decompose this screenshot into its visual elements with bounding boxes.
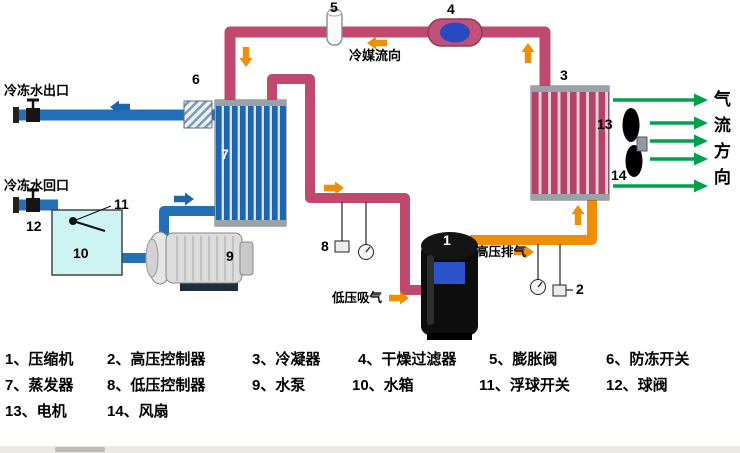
tag-float-switch: 11 <box>114 196 129 212</box>
suction-line-pipe <box>267 74 424 295</box>
refrigerant-flow-label: 冷媒流向 <box>349 48 402 63</box>
compressor-panel <box>434 262 465 284</box>
flow-arrow-down-icon <box>239 47 253 67</box>
airflow-direction-label: 气流方向 <box>710 90 730 194</box>
tag-hp-controller: 2 <box>576 281 584 297</box>
tag-motor: 13 <box>597 116 613 132</box>
evaporator <box>214 99 287 227</box>
airflow-arrows <box>613 93 708 193</box>
legend-item-ball-valve: 12、球阀 <box>606 377 668 394</box>
legend-item-float-switch: 11、浮球开关 <box>479 377 570 394</box>
compressor <box>421 232 478 340</box>
high-pressure-controller <box>530 279 573 297</box>
tag-fan: 14 <box>611 167 627 183</box>
tag-antifreeze-switch: 6 <box>192 71 200 87</box>
legend-item-compressor: 1、压缩机 <box>5 351 74 368</box>
float-switch-pointer <box>75 205 112 221</box>
suction-flow-arrow-icon <box>324 181 344 195</box>
legend-item-fan: 14、风扇 <box>107 403 169 420</box>
tag-evaporator: 7 <box>221 146 229 162</box>
fan <box>622 108 643 177</box>
tag-dry-filter: 4 <box>447 1 455 17</box>
liquid-line-pipe <box>224 26 551 102</box>
high-pressure-discharge-label: 高压排气 <box>476 245 527 259</box>
discharge-flow-arrow-icon <box>571 205 585 225</box>
legend-item-dry-filter: 4、干燥过滤器 <box>358 351 457 368</box>
return-pipe-end-cap <box>13 197 19 213</box>
condenser <box>530 85 610 201</box>
tag-compressor: 1 <box>443 232 451 248</box>
legend-item-lp-controller: 8、低压控制器 <box>107 377 206 394</box>
horizontal-scrollbar-thumb[interactable] <box>55 447 105 452</box>
dry-filter <box>427 18 483 47</box>
water-supply-arrow-icon <box>174 192 194 206</box>
tag-condenser: 3 <box>560 67 568 83</box>
tag-expansion-valve: 5 <box>330 0 338 15</box>
expansion-valve <box>326 8 343 46</box>
float-switch-arm <box>72 220 106 232</box>
tag-water-pump: 9 <box>226 248 234 264</box>
low-pressure-suction-label: 低压吸气 <box>332 291 383 305</box>
legend-item-condenser: 3、冷凝器 <box>252 351 321 368</box>
flow-arrow-up-icon <box>521 43 535 63</box>
chilled-water-return-label: 冷冻水回口 <box>4 178 70 193</box>
outlet-ball-valve <box>26 98 40 122</box>
legend-item-water-pump: 9、水泵 <box>252 377 306 394</box>
return-ball-valve <box>26 188 40 212</box>
antifreeze-switch <box>183 100 213 129</box>
legend-item-evaporator: 7、蒸发器 <box>5 377 74 394</box>
low-pressure-controller <box>334 240 374 260</box>
water-tank <box>51 205 123 276</box>
horizontal-scrollbar-track[interactable] <box>0 446 740 453</box>
legend-item-expansion-valve: 5、膨胀阀 <box>489 351 558 368</box>
chilled-water-outlet-label: 冷冻水出口 <box>4 83 70 98</box>
tag-ball-valve: 12 <box>26 218 42 234</box>
legend-item-motor: 13、电机 <box>5 403 67 420</box>
discharge-line-pipe <box>470 197 597 245</box>
legend-item-antifreeze-switch: 6、防冻开关 <box>606 351 690 368</box>
outlet-pipe-end-cap <box>13 107 19 123</box>
tag-lp-controller: 8 <box>321 238 329 254</box>
water-pump <box>145 231 254 291</box>
legend-item-hp-controller: 2、高压控制器 <box>107 351 206 368</box>
legend-item-water-tank: 10、水箱 <box>352 377 414 394</box>
tag-water-tank: 10 <box>73 245 89 261</box>
fan-motor <box>636 136 648 152</box>
